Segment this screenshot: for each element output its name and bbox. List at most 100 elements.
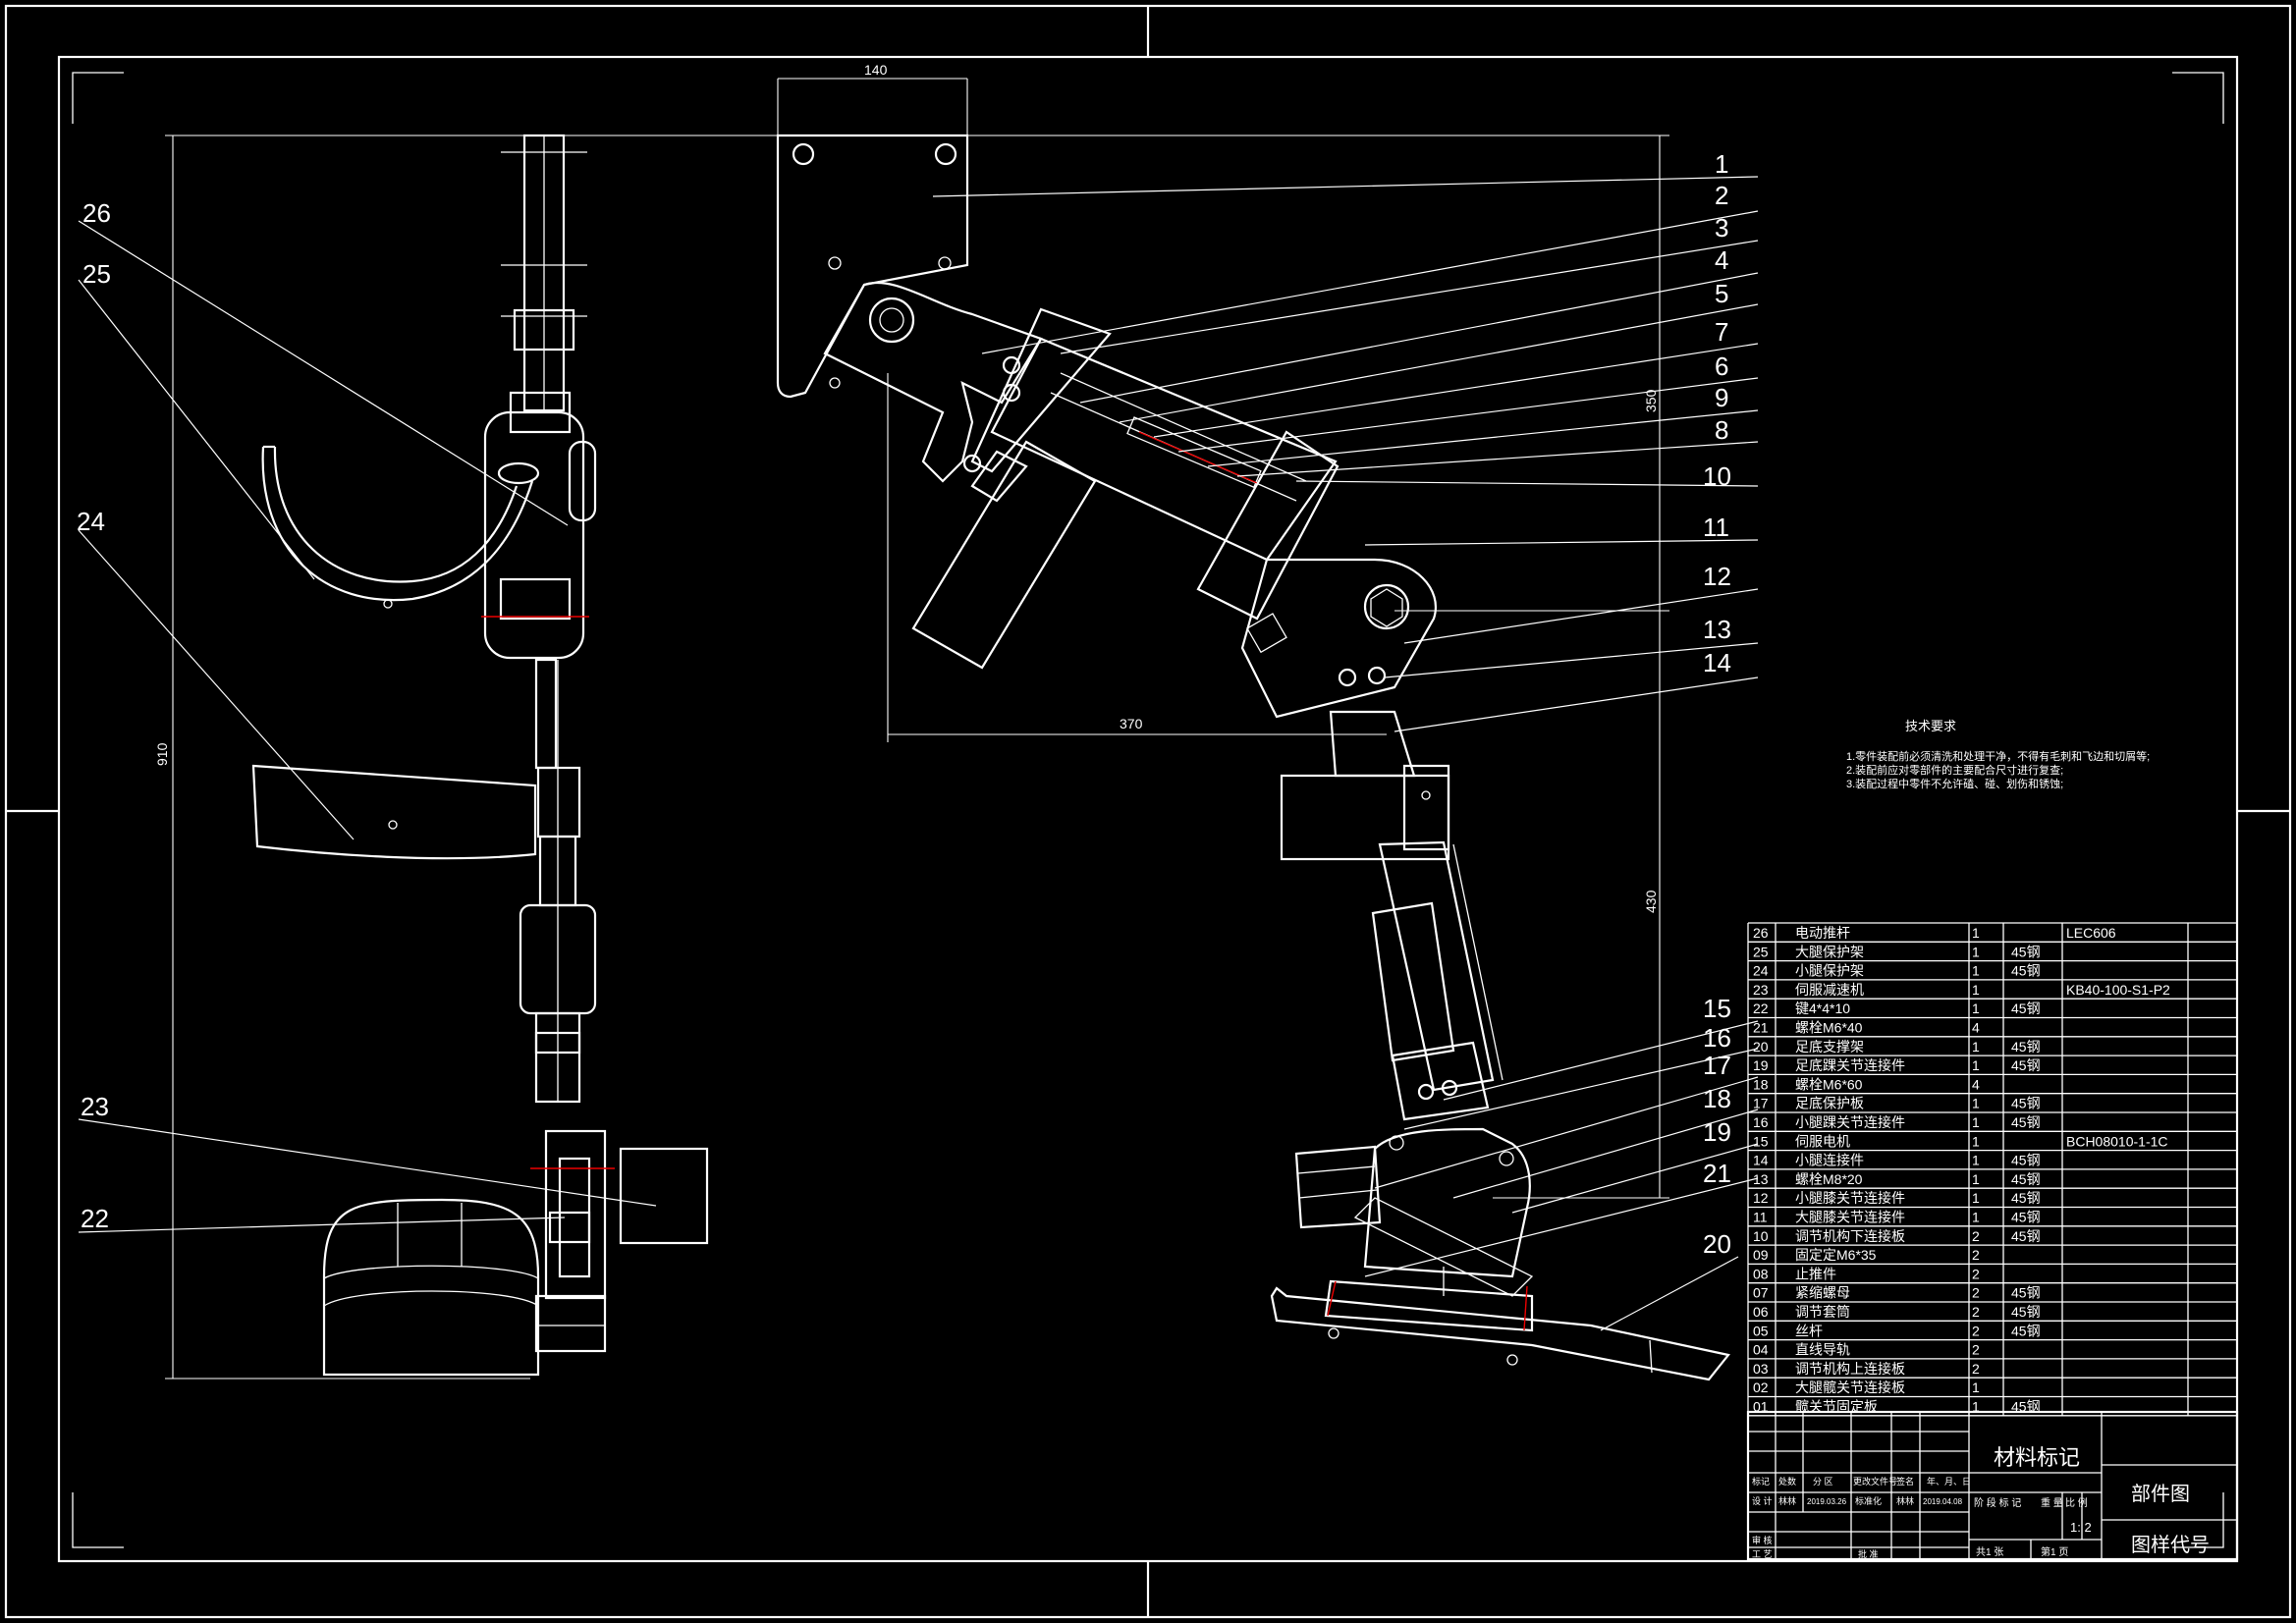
bom-quantity: 1 — [1972, 925, 1980, 941]
drawing-name: 部件图 — [2131, 1483, 2190, 1505]
bom-number: 26 — [1753, 925, 1769, 941]
bom-part-name: 调节套筒 — [1795, 1304, 1850, 1320]
bom-quantity: 1 — [1972, 1171, 1980, 1187]
dim-370: 370 — [1120, 716, 1143, 731]
dim-910: 910 — [154, 742, 170, 766]
bom-number: 24 — [1753, 963, 1769, 979]
bom-quantity: 4 — [1972, 1076, 1980, 1092]
bom-part-name: 小腿连接件 — [1795, 1153, 1864, 1168]
bom-part-name: 调节机构下连接板 — [1795, 1228, 1905, 1244]
bom-quantity: 1 — [1972, 1133, 1980, 1149]
bom-part-name: 小腿踝关节连接件 — [1795, 1114, 1905, 1130]
designer: 林林 — [1778, 1495, 1796, 1506]
bom-quantity: 2 — [1972, 1304, 1980, 1320]
bom-number: 16 — [1753, 1114, 1769, 1130]
bom-material: 45钢 — [2011, 1399, 2041, 1415]
bom-number: 14 — [1753, 1153, 1769, 1168]
bom-number: 06 — [1753, 1304, 1769, 1320]
bom-remark: LEC606 — [2066, 925, 2116, 941]
bom-part-name: 螺栓M8*20 — [1795, 1171, 1863, 1187]
bom-quantity: 2 — [1972, 1361, 1980, 1377]
dim-140: 140 — [864, 62, 888, 78]
bom-row: 13 螺栓M8*20 1 45钢 — [1753, 1171, 2041, 1187]
bom-part-name: 螺栓M6*40 — [1795, 1020, 1863, 1036]
tech-requirement-2: 2.装配前应对零部件的主要配合尺寸进行复查; — [1846, 763, 2063, 777]
hdr-change-doc: 更改文件号 — [1853, 1476, 1897, 1487]
callout-6: 6 — [1715, 352, 1728, 381]
tech-requirements-title: 技术要求 — [1905, 719, 1956, 733]
standardization-label: 标准化 — [1855, 1495, 1882, 1506]
bom-part-name: 直线导轨 — [1795, 1342, 1850, 1358]
bom-number: 07 — [1753, 1285, 1769, 1301]
callout-2: 2 — [1715, 181, 1728, 210]
callout-26: 26 — [82, 198, 111, 228]
bom-quantity: 1 — [1972, 1153, 1980, 1168]
callout-10: 10 — [1703, 461, 1731, 491]
bom-part-name: 大腿髋关节连接板 — [1795, 1380, 1905, 1395]
bom-number: 20 — [1753, 1039, 1769, 1055]
tech-requirement-3: 3.装配过程中零件不允许磕、碰、划伤和锈蚀; — [1846, 777, 2063, 790]
bom-material: 45钢 — [2011, 944, 2041, 959]
callout-5: 5 — [1715, 279, 1728, 308]
hdr-mark: 标记 — [1752, 1476, 1770, 1487]
bom-number: 17 — [1753, 1096, 1769, 1111]
bom-material: 45钢 — [2011, 1153, 2041, 1168]
design-date: 2019.03.26 — [1807, 1497, 1847, 1506]
callout-11: 11 — [1703, 513, 1729, 542]
bom-quantity: 1 — [1972, 1039, 1980, 1055]
bom-quantity: 2 — [1972, 1342, 1980, 1358]
callout-13: 13 — [1703, 615, 1731, 644]
bom-number: 25 — [1753, 944, 1769, 959]
bom-quantity: 1 — [1972, 944, 1980, 959]
bom-quantity: 1 — [1972, 1190, 1980, 1206]
callout-7: 7 — [1715, 317, 1728, 347]
bom-part-name: 螺栓M6*60 — [1795, 1076, 1863, 1092]
bom-number: 21 — [1753, 1020, 1769, 1036]
bom-number: 12 — [1753, 1190, 1769, 1206]
bom-part-name: 伺服减速机 — [1795, 982, 1864, 998]
bom-part-name: 足底踝关节连接件 — [1795, 1057, 1905, 1073]
bom-material: 45钢 — [2011, 1285, 2041, 1301]
bom-part-name: 紧缩螺母 — [1795, 1285, 1850, 1301]
callout-17: 17 — [1703, 1051, 1731, 1080]
bom-quantity: 1 — [1972, 1210, 1980, 1225]
bom-material: 45钢 — [2011, 1057, 2041, 1073]
bom-quantity: 1 — [1972, 1096, 1980, 1111]
bom-number: 15 — [1753, 1133, 1769, 1149]
bom-number: 11 — [1753, 1210, 1768, 1225]
bom-material: 45钢 — [2011, 1114, 2041, 1130]
dim-430: 430 — [1643, 890, 1659, 913]
bom-material: 45钢 — [2011, 1171, 2041, 1187]
material-mark: 材料标记 — [1994, 1445, 2080, 1470]
bom-quantity: 2 — [1972, 1247, 1980, 1263]
dim-350: 350 — [1643, 389, 1659, 412]
callout-25: 25 — [82, 259, 111, 289]
bom-material: 45钢 — [2011, 1304, 2041, 1320]
callout-16: 16 — [1703, 1023, 1731, 1053]
bom-number: 13 — [1753, 1171, 1769, 1187]
bom-material: 45钢 — [2011, 1001, 2041, 1016]
leader-lines — [78, 176, 1759, 1331]
bom-quantity: 1 — [1972, 1399, 1980, 1415]
callout-12: 12 — [1703, 562, 1731, 591]
bom-quantity: 1 — [1972, 982, 1980, 998]
process-label: 工 艺 — [1752, 1549, 1773, 1559]
bom-quantity: 2 — [1972, 1323, 1980, 1338]
bom-part-name: 足底支撑架 — [1795, 1039, 1864, 1055]
scale-value: 1: 2 — [2070, 1520, 2092, 1535]
callout-19: 19 — [1703, 1117, 1731, 1147]
sheet-number: 第1 页 — [2041, 1545, 2068, 1558]
